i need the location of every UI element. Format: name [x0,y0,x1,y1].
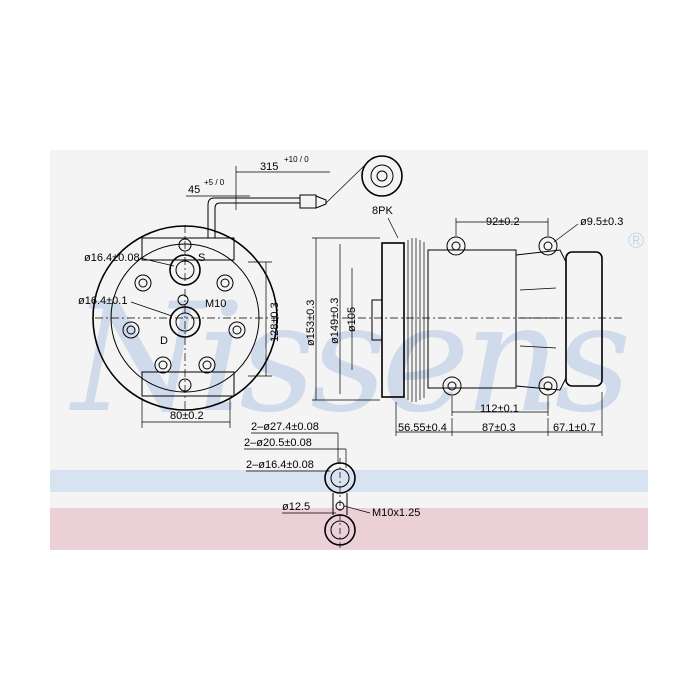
width-dimension: 80±0.2 [170,410,204,422]
fitting-view: 2–ø27.4±0.08 2–ø20.5±0.08 2–ø16.4±0.08 ø… [244,421,420,550]
length-b-dimension: 87±0.3 [482,422,516,434]
pulley-inner-diameter: ø105 [346,307,358,332]
port-s-label: S [198,252,205,264]
fitting-hole: ø12.5 [282,501,310,513]
connector-detail [325,155,403,204]
port-d-label: D [160,335,168,347]
length-a-dimension: 56.55±0.4 [398,422,447,434]
belt-label: 8PK [372,205,393,217]
port-s-diameter: ø16.4±0.08 [84,252,140,264]
side-view: 8PK ø153±0.3 ø149±0.3 ø105 92±0.2 ø9.5±0… [305,205,623,436]
hose-length-tolerance: +10 / 0 [284,155,309,164]
brand-watermark: Nissens [69,272,627,446]
pulley-mid-diameter: ø149±0.3 [329,298,341,344]
mount-bottom-dimension: 112±0.1 [480,403,519,415]
front-view: 315 +10 / 0 45 +5 / 0 ø16.4±0.08 S ø16.4… [78,155,330,428]
mount-top-dimension: 92±0.2 [486,216,520,228]
hose-length-label: 315 [260,161,278,173]
height-dimension: 128±0.3 [269,302,281,342]
fitting-d2: 2–ø20.5±0.08 [244,437,312,449]
thread-label: M10 [205,298,226,310]
mount-hole-diameter: ø9.5±0.3 [580,216,623,228]
angle-label: 45 [188,184,200,196]
length-c-dimension: 67.1±0.7 [553,422,596,434]
fitting-d3: 2–ø16.4±0.08 [246,459,314,471]
angle-tolerance: +5 / 0 [204,178,225,187]
registered-mark: ® [628,228,644,253]
fitting-thread: M10x1.25 [372,507,420,519]
pulley-outer-diameter: ø153±0.3 [305,300,317,346]
fitting-d1: 2–ø27.4±0.08 [251,421,319,433]
port-d-diameter: ø16.4±0.1 [78,295,127,307]
